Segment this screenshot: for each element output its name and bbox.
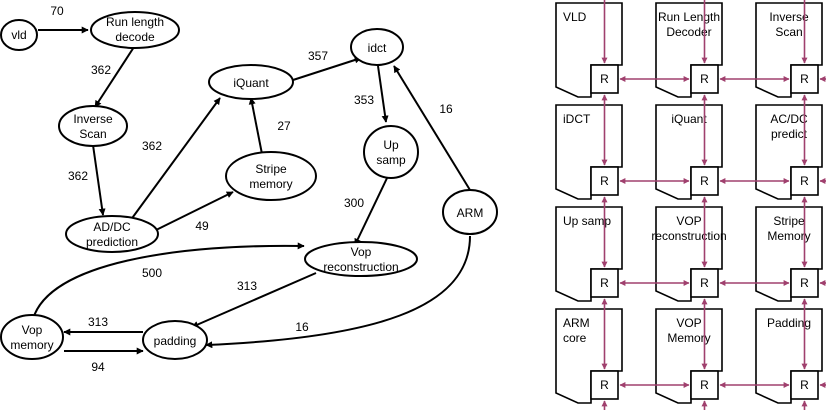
weight-iscan-acdc: 362 (68, 169, 88, 183)
router-label: R (800, 72, 809, 86)
weight-stripe-iquant: 27 (277, 119, 291, 133)
router (790, 166, 819, 196)
router (690, 166, 719, 196)
router (690, 370, 719, 400)
router-label: R (600, 72, 609, 86)
edge-iscan-acdc (92, 144, 106, 216)
weight-vopmem-voprec: 500 (142, 266, 162, 280)
edge-idct-upsamp (377, 65, 389, 123)
router-label: R (800, 276, 809, 290)
edge-acdc-stripe (151, 191, 234, 233)
pe-label: Up samp (563, 214, 611, 228)
node-acdc-prediction (65, 215, 159, 253)
router (790, 268, 819, 298)
weight-vld-rld: 70 (50, 4, 64, 18)
node-arm (442, 189, 498, 235)
edge-rld-iscan (94, 46, 135, 108)
weight-rld-iscan: 362 (91, 63, 111, 77)
edge-acdc-iquant (129, 97, 221, 222)
edge-upsamp-voprec (354, 175, 389, 246)
edge-voprec-padding (191, 272, 317, 328)
node-vop-memory (0, 314, 64, 360)
node-idct (350, 28, 404, 66)
weight-idct-upsamp: 353 (354, 93, 374, 107)
node-vld (0, 19, 38, 51)
edge-stripe-iquant (248, 97, 263, 155)
node-up-samp (363, 125, 419, 179)
router (590, 64, 619, 94)
weight-voprec-padding: 313 (237, 279, 257, 293)
node-iquant (208, 64, 294, 100)
node-label-arm: ARM (457, 206, 484, 220)
pe-label: iDCT (563, 112, 591, 126)
router-label: R (800, 174, 809, 188)
router (790, 64, 819, 94)
pe-label: VLD (563, 10, 587, 24)
router (590, 166, 619, 196)
weight-acdc-stripe: 49 (195, 219, 209, 233)
node-padding (142, 320, 208, 360)
weight-acdc-iquant: 362 (142, 139, 162, 153)
node-label-vld: vld (11, 28, 26, 42)
router-label: R (600, 378, 609, 392)
edge-iquant-idct (292, 56, 362, 81)
router-label: R (700, 276, 709, 290)
router-label: R (700, 378, 709, 392)
weight-vopmem-padding: 94 (91, 360, 105, 374)
pe-label: iQuant (671, 112, 707, 126)
weight-iquant-idct: 357 (308, 49, 328, 63)
edge-arm-idct (393, 65, 471, 191)
router-label: R (600, 174, 609, 188)
node-stripe-memory (225, 151, 317, 201)
router (790, 370, 819, 400)
router (590, 268, 619, 298)
node-vop-reconstruction (304, 241, 418, 277)
weight-arm-idct: 16 (439, 102, 453, 116)
router-label: R (700, 174, 709, 188)
router (690, 268, 719, 298)
node-label-idct: idct (368, 41, 387, 55)
router (590, 370, 619, 400)
router-label: R (700, 72, 709, 86)
node-run-length-decode (90, 11, 180, 49)
router-label: R (800, 378, 809, 392)
weight-upsamp-voprec: 300 (344, 196, 364, 210)
node-inverse-scan (58, 105, 128, 147)
weight-arm-padding: 16 (295, 320, 309, 334)
edge-arm-padding (205, 235, 471, 349)
node-label-padding: padding (154, 334, 197, 348)
node-label-iquant: iQuant (233, 76, 269, 90)
router (690, 64, 719, 94)
edge-vopmem-voprec (32, 242, 305, 320)
weight-padding-vopmem: 313 (88, 315, 108, 329)
router-label: R (600, 276, 609, 290)
pe-label: Padding (767, 316, 811, 330)
